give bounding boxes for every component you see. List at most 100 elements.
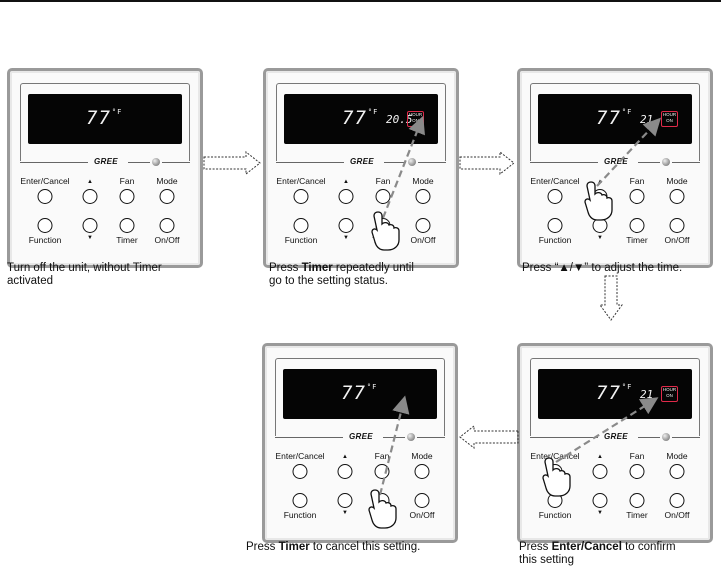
onoff-button[interactable] [670, 218, 685, 233]
mode-button[interactable] [670, 189, 685, 204]
up-arrow-icon: ▲ [87, 179, 93, 185]
indicator-led-icon [152, 158, 160, 166]
top-rule [0, 0, 721, 2]
function-button[interactable] [38, 218, 53, 233]
timer-label: Timer [371, 510, 392, 520]
onoff-label: On/Off [411, 235, 436, 245]
temperature-readout: 77°F [341, 382, 377, 404]
down-button[interactable] [339, 218, 354, 233]
down-button[interactable] [83, 218, 98, 233]
fan-label: Fan [120, 176, 135, 186]
enter-cancel-button[interactable] [293, 464, 308, 479]
remote-controller-panel: 77°F 20.5 HOURON GREE Enter/Cancel ▲ Fan… [263, 68, 459, 268]
fan-button[interactable] [120, 189, 135, 204]
down-button[interactable] [593, 218, 608, 233]
timer-button[interactable] [120, 218, 135, 233]
timer-label: Timer [626, 235, 647, 245]
enter-cancel-label: Enter/Cancel [530, 176, 579, 186]
gree-logo: GREE [349, 432, 373, 441]
function-label: Function [539, 235, 572, 245]
up-button[interactable] [593, 464, 608, 479]
temperature-readout: 77°F [596, 382, 632, 404]
fan-button[interactable] [630, 464, 645, 479]
step-caption: Turn off the unit, without Timer activat… [7, 262, 162, 288]
mode-label: Mode [666, 451, 687, 461]
function-label: Function [285, 235, 318, 245]
flow-arrow-2-3 [460, 152, 514, 174]
mode-label: Mode [411, 451, 432, 461]
timer-value: 21 [640, 113, 653, 126]
mode-button[interactable] [160, 189, 175, 204]
onoff-button[interactable] [670, 493, 685, 508]
gree-logo: GREE [94, 157, 118, 166]
gree-logo: GREE [350, 157, 374, 166]
onoff-label: On/Off [665, 510, 690, 520]
timer-button[interactable] [630, 218, 645, 233]
mode-label: Mode [412, 176, 433, 186]
onoff-label: On/Off [410, 510, 435, 520]
fan-button[interactable] [376, 189, 391, 204]
step-caption: Press Timer repeatedly until go to the s… [269, 262, 414, 288]
brand-row: GREE [275, 433, 445, 443]
up-button[interactable] [338, 464, 353, 479]
indicator-led-icon [408, 158, 416, 166]
mode-button[interactable] [416, 189, 431, 204]
step-caption: Press Enter/Cancel to confirm this setti… [519, 541, 676, 567]
timer-button[interactable] [630, 493, 645, 508]
up-button[interactable] [83, 189, 98, 204]
up-button[interactable] [593, 189, 608, 204]
up-arrow-icon: ▲ [342, 454, 348, 460]
onoff-button[interactable] [416, 218, 431, 233]
enter-cancel-button[interactable] [38, 189, 53, 204]
fan-label: Fan [630, 176, 645, 186]
lcd-display: 77°F [283, 369, 437, 419]
down-arrow-icon: ▼ [597, 510, 603, 516]
enter-cancel-button[interactable] [548, 464, 563, 479]
enter-cancel-button[interactable] [548, 189, 563, 204]
enter-cancel-label: Enter/Cancel [530, 451, 579, 461]
mode-label: Mode [156, 176, 177, 186]
function-button[interactable] [293, 493, 308, 508]
down-button[interactable] [593, 493, 608, 508]
timer-label: Timer [116, 235, 137, 245]
function-button[interactable] [294, 218, 309, 233]
timer-label: Timer [626, 510, 647, 520]
brand-row: GREE [530, 433, 700, 443]
indicator-led-icon [662, 433, 670, 441]
fan-label: Fan [630, 451, 645, 461]
timer-label: Timer [372, 235, 393, 245]
brand-row: GREE [530, 158, 700, 168]
mode-button[interactable] [415, 464, 430, 479]
timer-button[interactable] [376, 218, 391, 233]
flow-arrow-5-4 [460, 426, 518, 448]
down-button[interactable] [338, 493, 353, 508]
enter-cancel-label: Enter/Cancel [20, 176, 69, 186]
timer-button[interactable] [375, 493, 390, 508]
fan-button[interactable] [375, 464, 390, 479]
function-button[interactable] [548, 493, 563, 508]
brand-row: GREE [276, 158, 446, 168]
mode-button[interactable] [670, 464, 685, 479]
fan-button[interactable] [630, 189, 645, 204]
onoff-label: On/Off [155, 235, 180, 245]
flow-arrow-1-2 [204, 152, 260, 174]
indicator-led-icon [407, 433, 415, 441]
enter-cancel-button[interactable] [294, 189, 309, 204]
down-arrow-icon: ▼ [343, 235, 349, 241]
brand-row: GREE [20, 158, 190, 168]
gree-logo: GREE [604, 432, 628, 441]
up-button[interactable] [339, 189, 354, 204]
onoff-button[interactable] [415, 493, 430, 508]
onoff-button[interactable] [160, 218, 175, 233]
down-arrow-icon: ▼ [342, 510, 348, 516]
function-button[interactable] [548, 218, 563, 233]
remote-controller-panel: 77°F GREE Enter/Cancel ▲ Fan Mode Functi… [262, 343, 458, 543]
gree-logo: GREE [604, 157, 628, 166]
